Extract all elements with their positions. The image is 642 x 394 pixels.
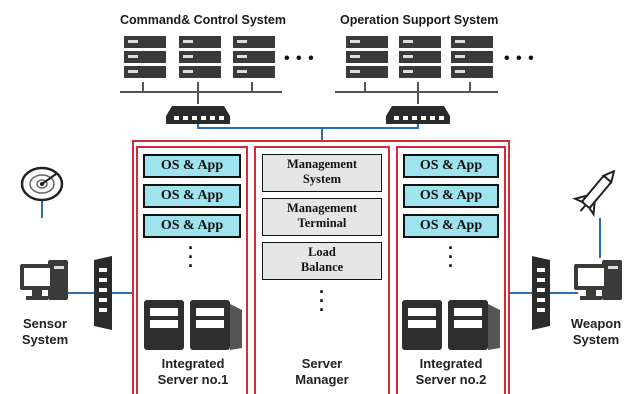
radar-icon (20, 166, 64, 202)
network-switch-icon (166, 106, 230, 124)
os-app-box: OS & App (143, 214, 241, 238)
server-rack-icon (346, 36, 388, 78)
command-control-title: Command& Control System (120, 13, 286, 27)
firewall-icon (532, 256, 550, 330)
os-app-box: OS & App (403, 184, 499, 208)
management-system-box: Management System (262, 154, 382, 192)
load-balance-box: Load Balance (262, 242, 382, 280)
server-rack-icon (124, 36, 166, 78)
more-apps-ellipsis: ··· (448, 238, 454, 276)
system-frame (132, 140, 510, 394)
management-terminal-box: Management Terminal (262, 198, 382, 236)
more-servers-ellipsis: • • • (504, 50, 535, 67)
os-app-box: OS & App (143, 184, 241, 208)
server-rack-icon (451, 36, 493, 78)
os-app-box: OS & App (403, 154, 499, 178)
operation-support-title: Operation Support System (340, 13, 499, 27)
tower-server-icon (144, 300, 242, 350)
os-app-box: OS & App (403, 214, 499, 238)
server-rack-icon (179, 36, 221, 78)
computer-icon (20, 260, 68, 300)
more-apps-ellipsis: ··· (188, 238, 194, 276)
integrated-server-1-label: Integrated Server no.1 (157, 356, 229, 387)
network-switch-icon (386, 106, 450, 124)
server-rack-icon (399, 36, 441, 78)
more-servers-ellipsis: • • • (284, 50, 315, 67)
server-manager-panel (254, 146, 390, 394)
weapon-system-label: Weapon System (570, 316, 622, 347)
firewall-icon (94, 256, 112, 330)
sensor-system-label: Sensor System (21, 316, 69, 347)
more-modules-ellipsis: ··· (319, 282, 325, 320)
integrated-server-2-label: Integrated Server no.2 (415, 356, 487, 387)
os-app-box: OS & App (143, 154, 241, 178)
integrated-server-2-panel (396, 146, 506, 394)
server-manager-label: Server Manager (295, 356, 349, 387)
server-rack-icon (233, 36, 275, 78)
tower-server-icon (402, 300, 500, 350)
computer-icon (574, 260, 622, 300)
missile-icon (572, 170, 616, 218)
integrated-server-1-panel (136, 146, 248, 394)
